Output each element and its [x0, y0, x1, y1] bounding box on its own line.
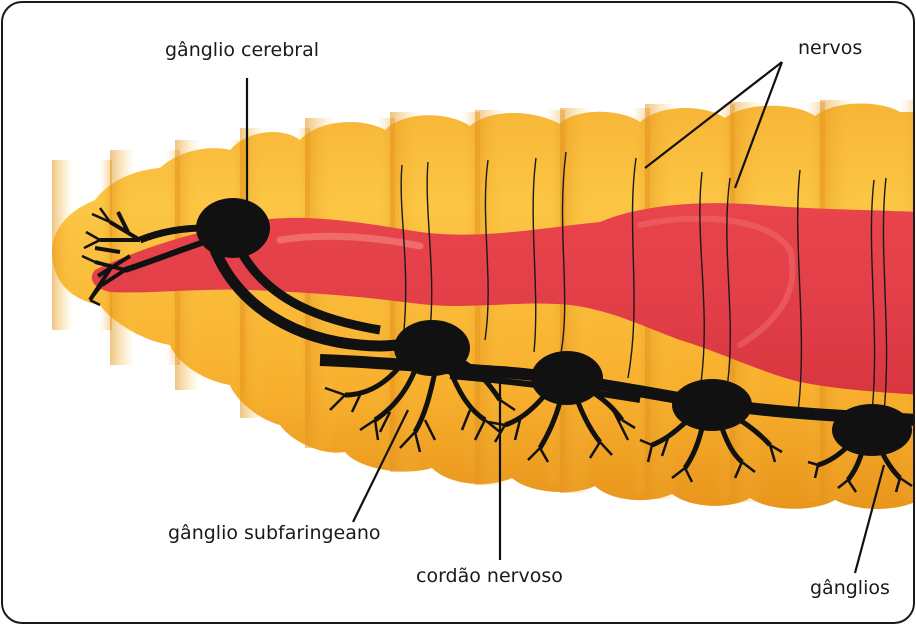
label-subpharyngeal-ganglion: gânglio subfaringeano — [168, 522, 381, 544]
label-nerves: nervos — [798, 37, 862, 59]
label-ganglia: gânglios — [810, 577, 890, 599]
cerebral-ganglion — [196, 198, 270, 258]
label-nerve-cord: cordão nervoso — [416, 565, 563, 587]
label-cerebral-ganglion: gânglio cerebral — [165, 39, 319, 61]
